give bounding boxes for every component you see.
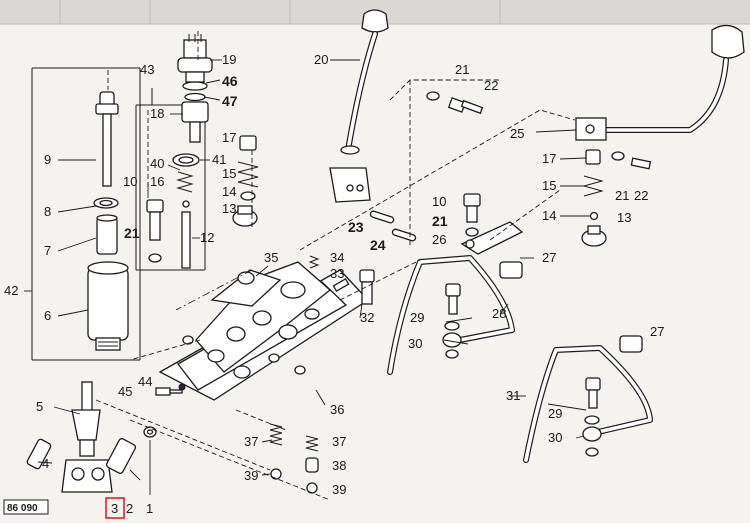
- callout-30b: 30: [548, 430, 562, 445]
- callout-3: 3: [111, 501, 118, 516]
- shift-lever-20: [329, 9, 389, 203]
- callout-2: 2: [126, 501, 133, 516]
- callout-13a: 13: [222, 201, 236, 216]
- callout-5: 5: [36, 399, 43, 414]
- callout-17a: 17: [222, 130, 236, 145]
- callout-16: 16: [150, 174, 164, 189]
- screw-45: [155, 383, 186, 396]
- callout-21d: 21: [432, 213, 448, 229]
- callout-37b: 37: [332, 434, 346, 449]
- callout-8: 8: [44, 204, 51, 219]
- springs-37-39: [269, 423, 319, 494]
- callout-37a: 37: [244, 434, 258, 449]
- bolt-10-left: [146, 199, 164, 263]
- callout-27b: 27: [650, 324, 664, 339]
- callout-21c: 21: [615, 188, 629, 203]
- callout-41: 41: [212, 152, 226, 167]
- callout-labels: 19 46 47 43 18 40 41 10 16 12 21 9 8 7 6…: [4, 52, 664, 516]
- callout-35: 35: [264, 250, 278, 265]
- callout-7: 7: [44, 243, 51, 258]
- assembly-guide-lines: [95, 30, 576, 501]
- callout-39b: 39: [332, 482, 346, 497]
- callout-20: 20: [314, 52, 328, 67]
- reference-code: 86 090: [7, 503, 38, 514]
- bolt-10-right: [460, 193, 524, 255]
- spring-stack-right: [581, 149, 652, 247]
- bolt-22-top: [426, 91, 484, 115]
- callout-15a: 15: [222, 166, 236, 181]
- callout-10b: 10: [432, 194, 446, 209]
- callout-29b: 29: [548, 406, 562, 421]
- highlighted-callout-3: 3: [105, 497, 125, 519]
- callout-23: 23: [348, 219, 364, 235]
- callout-44: 44: [138, 374, 152, 389]
- callout-38: 38: [332, 458, 346, 473]
- callout-15b: 15: [542, 178, 556, 193]
- callout-28: 28: [492, 306, 506, 321]
- callout-27a: 27: [542, 250, 556, 265]
- callout-33: 33: [330, 266, 344, 281]
- reference-code-box: 86 090: [3, 499, 49, 515]
- callout-46: 46: [222, 73, 238, 89]
- callout-45: 45: [118, 384, 132, 399]
- spring-stack-center: [232, 135, 259, 227]
- callout-43: 43: [140, 62, 154, 77]
- lever-25: [575, 24, 745, 141]
- callout-31: 31: [506, 388, 520, 403]
- callout-14a: 14: [222, 184, 236, 199]
- callout-9: 9: [44, 152, 51, 167]
- sleeve-27: [499, 261, 643, 353]
- control-valve-group: [31, 67, 141, 361]
- callout-25: 25: [510, 126, 524, 141]
- callout-47: 47: [222, 93, 238, 109]
- callout-18: 18: [150, 106, 164, 121]
- leader-lines: [24, 59, 590, 495]
- callout-19: 19: [222, 52, 236, 67]
- pipe-28: [387, 255, 515, 375]
- callout-34: 34: [330, 250, 344, 265]
- pins-23-24: [369, 210, 417, 242]
- callout-22a: 22: [484, 78, 498, 93]
- callout-30a: 30: [408, 336, 422, 351]
- solenoid-connector-19: [172, 34, 213, 269]
- valve-body-35: [158, 261, 370, 401]
- callout-14b: 14: [542, 208, 556, 223]
- callout-42: 42: [4, 283, 18, 298]
- callout-40: 40: [150, 156, 164, 171]
- callout-22b: 22: [634, 188, 648, 203]
- callout-21a: 21: [124, 225, 140, 241]
- callout-26: 26: [432, 232, 446, 247]
- callout-24: 24: [370, 237, 386, 253]
- callout-32: 32: [360, 310, 374, 325]
- lever-assembly: [26, 381, 157, 493]
- callout-17b: 17: [542, 151, 556, 166]
- callout-1: 1: [146, 501, 153, 516]
- callout-13b: 13: [617, 210, 631, 225]
- callout-21b: 21: [455, 62, 469, 77]
- callout-10a: 10: [123, 174, 137, 189]
- callout-4: 4: [42, 456, 49, 471]
- pipe-31: [523, 345, 653, 463]
- callout-36: 36: [330, 402, 344, 417]
- fittings-32-34: [308, 255, 375, 305]
- callout-12: 12: [200, 230, 214, 245]
- callout-39a: 39: [244, 468, 258, 483]
- callout-6: 6: [44, 308, 51, 323]
- callout-29a: 29: [410, 310, 424, 325]
